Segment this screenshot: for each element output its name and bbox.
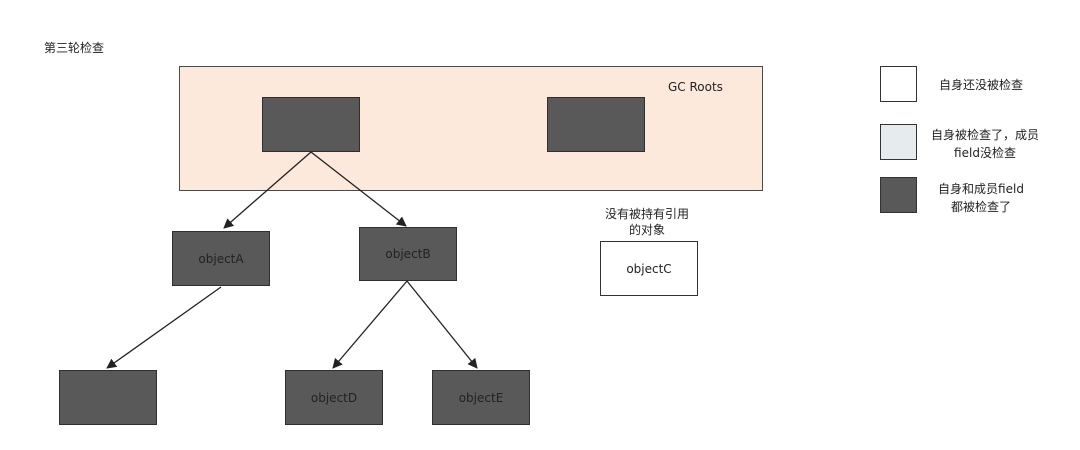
legend-label-checked: 自身和成员field 都被检查了 xyxy=(920,180,1042,216)
legend-label-unchecked: 自身还没被检查 xyxy=(926,76,1036,94)
legend-label-unchecked-line1: 自身还没被检查 xyxy=(938,78,1023,92)
legend-swatch-checked xyxy=(880,177,917,213)
unreferenced-caption-line1: 没有被持有引用 xyxy=(604,207,689,221)
node-objectA: objectA xyxy=(172,231,270,286)
legend-label-partial-line2: field没检查 xyxy=(954,146,1016,160)
edge-root1-objectB xyxy=(310,151,407,227)
node-objectC: objectC xyxy=(600,241,698,296)
edge-root1-objectA xyxy=(223,151,312,229)
gc-root-node-1 xyxy=(262,97,360,152)
node-objectD: objectD xyxy=(285,370,383,425)
gc-root-node-2 xyxy=(547,97,645,152)
legend-swatch-unchecked xyxy=(880,66,917,102)
unreferenced-caption-line2: 的对象 xyxy=(628,223,665,237)
unreferenced-caption: 没有被持有引用 的对象 xyxy=(592,206,702,238)
node-objectE: objectE xyxy=(432,370,530,425)
diagram-title: 第三轮检查 xyxy=(44,41,105,55)
legend-label-checked-line2: 都被检查了 xyxy=(950,200,1011,214)
legend-label-partial-line1: 自身被检查了，成员 xyxy=(930,128,1039,142)
edge-objectA-node-bottom-left xyxy=(106,286,222,369)
legend-swatch-partial xyxy=(880,124,917,160)
legend-label-checked-line1: 自身和成员field xyxy=(938,182,1024,196)
node-bottom-left xyxy=(59,370,157,425)
legend-label-partial: 自身被检查了，成员 field没检查 xyxy=(924,126,1046,162)
node-objectB: objectB xyxy=(359,227,457,281)
gc-roots-label: GC Roots xyxy=(668,80,723,94)
edge-objectB-objectD xyxy=(332,280,408,369)
edge-objectB-objectE xyxy=(406,280,478,369)
